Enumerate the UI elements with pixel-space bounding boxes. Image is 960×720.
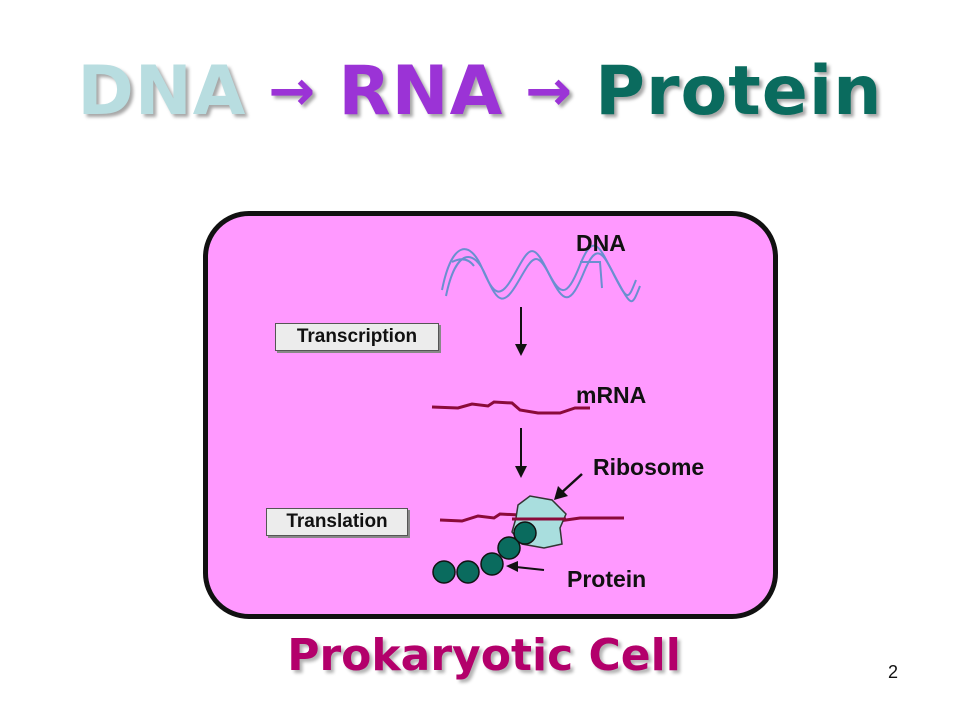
amino-acid bbox=[513, 521, 537, 545]
mrna-label: mRNA bbox=[576, 382, 647, 408]
protein-chain bbox=[432, 521, 537, 584]
title-rna: RNA bbox=[338, 52, 504, 131]
page-number: 2 bbox=[888, 662, 899, 682]
prokaryotic-cell-shape bbox=[203, 211, 778, 619]
amino-acid bbox=[480, 552, 504, 576]
title-protein: Protein bbox=[595, 52, 883, 131]
translation-arrow-icon bbox=[515, 428, 527, 478]
dna-label: DNA bbox=[576, 230, 626, 256]
protein-label: Protein bbox=[567, 566, 647, 592]
title-dna: DNA bbox=[77, 52, 247, 131]
title-arrow-right-icon: → bbox=[268, 59, 317, 124]
ribosome-pointer-arrow-icon bbox=[554, 473, 583, 500]
amino-acid bbox=[497, 536, 521, 560]
title-arrow-right-icon: → bbox=[525, 59, 574, 124]
dna-strand bbox=[441, 244, 641, 303]
mrna-strand bbox=[431, 400, 590, 415]
transcription-label: Transcription bbox=[275, 323, 439, 351]
transcription-arrow-icon bbox=[515, 307, 527, 356]
slide-title: DNA → RNA → Protein bbox=[0, 52, 960, 136]
translation-label: Translation bbox=[266, 508, 408, 536]
protein-pointer-arrow-icon bbox=[506, 561, 545, 572]
ribosome-label: Ribosome bbox=[593, 454, 705, 480]
amino-acid bbox=[432, 560, 456, 584]
cell-type-label: Prokaryotic Cell bbox=[287, 630, 681, 681]
amino-acid bbox=[456, 560, 480, 584]
